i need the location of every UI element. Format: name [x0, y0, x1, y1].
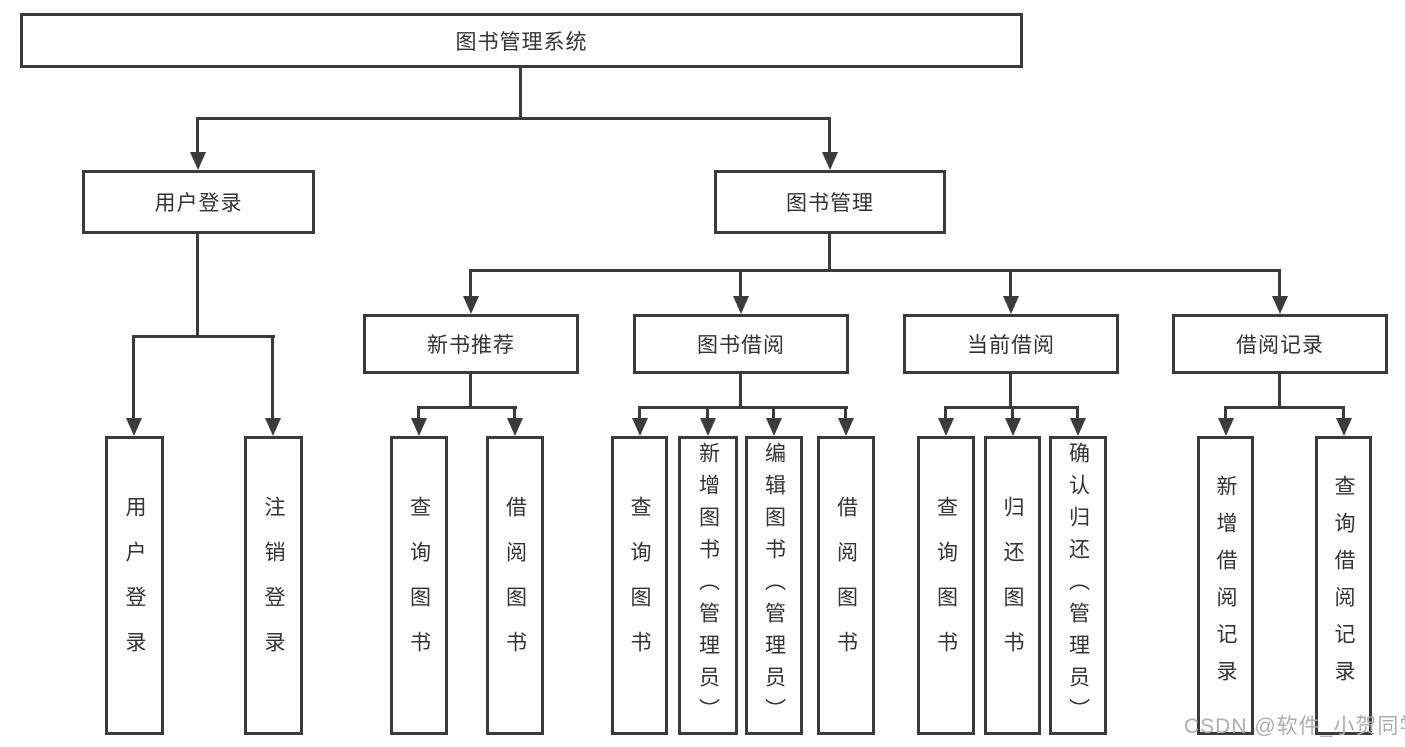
node-borrow-record-label: 借阅记录	[1236, 334, 1324, 357]
node-current-borrow: 当前借阅	[903, 314, 1119, 374]
node-book-management-label: 图书管理	[786, 192, 874, 215]
arrowhead-icon	[938, 418, 954, 436]
connector-line	[133, 335, 275, 338]
leaf-query-books: 查询图书	[611, 436, 668, 735]
connector-line	[828, 117, 831, 155]
leaf-user-login: 用户登录	[105, 436, 164, 735]
connector-line	[739, 374, 742, 408]
node-current-borrow-label: 当前借阅	[967, 334, 1055, 357]
node-user-login-label: 用户登录	[154, 192, 243, 215]
arrowhead-icon	[838, 418, 854, 436]
connector-line	[469, 269, 472, 298]
leaf-borrow-books: 借阅图书	[486, 436, 544, 735]
connector-line	[1011, 406, 1014, 420]
connector-line	[513, 406, 516, 420]
arrowhead-icon	[700, 418, 716, 436]
leaf-query-borrow-record: 查询借阅记录	[1315, 436, 1372, 735]
node-user-login: 用户登录	[82, 170, 315, 234]
arrowhead-icon	[1336, 418, 1352, 436]
arrowhead-icon	[1005, 418, 1021, 436]
node-new-book-recommend: 新书推荐	[363, 314, 579, 374]
arrowhead-icon	[1070, 418, 1086, 436]
leaf-return-books: 归还图书	[984, 436, 1041, 735]
leaf-return-books-label: 归还图书	[1001, 495, 1024, 676]
node-borrow-record: 借阅记录	[1172, 314, 1388, 374]
connector-line	[739, 269, 742, 298]
arrowhead-icon	[1272, 296, 1288, 314]
leaf-confirm-return-admin: 确认归还（管理员）	[1049, 436, 1107, 735]
leaf-borrow-books: 借阅图书	[817, 436, 875, 735]
arrowhead-icon	[190, 152, 206, 170]
leaf-borrow-books-label: 借阅图书	[834, 495, 858, 676]
leaf-logout-label: 注销登录	[262, 495, 285, 676]
connector-line	[469, 374, 472, 408]
leaf-confirm-return-admin-label: 确认归还（管理员）	[1066, 441, 1090, 730]
arrowhead-icon	[507, 418, 523, 436]
arrowhead-icon	[265, 418, 281, 436]
connector-line	[639, 406, 848, 409]
connector-line	[417, 406, 420, 420]
connector-line	[1224, 406, 1227, 420]
connector-line	[1009, 269, 1012, 298]
arrowhead-icon	[411, 418, 427, 436]
connector-line	[638, 406, 641, 420]
leaf-logout: 注销登录	[244, 436, 303, 735]
connector-line	[196, 234, 199, 336]
connector-line	[1009, 374, 1012, 408]
leaf-add-books-admin: 新增图书（管理员）	[678, 436, 738, 735]
connector-line	[470, 269, 1281, 272]
connector-line	[828, 234, 831, 271]
arrowhead-icon	[463, 296, 479, 314]
node-book-borrow-label: 图书借阅	[697, 334, 785, 357]
leaf-add-borrow-record-label: 新增借阅记录	[1214, 474, 1237, 697]
leaf-borrow-books-label: 借阅图书	[503, 495, 527, 676]
connector-line	[196, 117, 199, 155]
leaf-add-borrow-record: 新增借阅记录	[1197, 436, 1254, 735]
leaf-user-login-label: 用户登录	[123, 495, 146, 676]
arrowhead-icon	[1218, 418, 1234, 436]
leaf-edit-books-admin-label: 编辑图书（管理员）	[762, 441, 786, 730]
connector-line	[271, 335, 274, 420]
node-root: 图书管理系统	[20, 13, 1023, 68]
arrowhead-icon	[766, 418, 782, 436]
connector-line	[197, 117, 831, 120]
connector-line	[844, 406, 847, 420]
connector-line	[1278, 374, 1281, 408]
node-book-borrow: 图书借阅	[633, 314, 849, 374]
leaf-query-books: 查询图书	[917, 436, 975, 735]
connector-line	[1076, 406, 1079, 420]
arrowhead-icon	[822, 152, 838, 170]
node-book-management: 图书管理	[714, 170, 946, 234]
leaf-query-books: 查询图书	[390, 436, 448, 735]
connector-line	[1342, 406, 1345, 420]
leaf-query-books-label: 查询图书	[628, 495, 651, 676]
node-root-label: 图书管理系统	[455, 30, 588, 54]
connector-line	[706, 406, 709, 420]
connector-line	[132, 335, 135, 420]
connector-line	[772, 406, 775, 420]
arrowhead-icon	[733, 296, 749, 314]
connector-line	[1225, 406, 1345, 409]
watermark: CSDN @软件_小贺同学	[1184, 715, 1405, 738]
leaf-edit-books-admin: 编辑图书（管理员）	[745, 436, 803, 735]
arrowhead-icon	[126, 418, 142, 436]
connector-line	[418, 406, 517, 409]
connector-line	[944, 406, 947, 420]
leaf-add-books-admin-label: 新增图书（管理员）	[696, 441, 720, 730]
node-new-book-recommend-label: 新书推荐	[427, 334, 515, 357]
arrowhead-icon	[632, 418, 648, 436]
leaf-query-borrow-record-label: 查询借阅记录	[1332, 474, 1355, 697]
arrowhead-icon	[1003, 296, 1019, 314]
leaf-query-books-label: 查询图书	[407, 495, 431, 676]
leaf-query-books-label: 查询图书	[934, 495, 958, 676]
connector-line	[519, 68, 522, 119]
connector-line	[1278, 269, 1281, 298]
